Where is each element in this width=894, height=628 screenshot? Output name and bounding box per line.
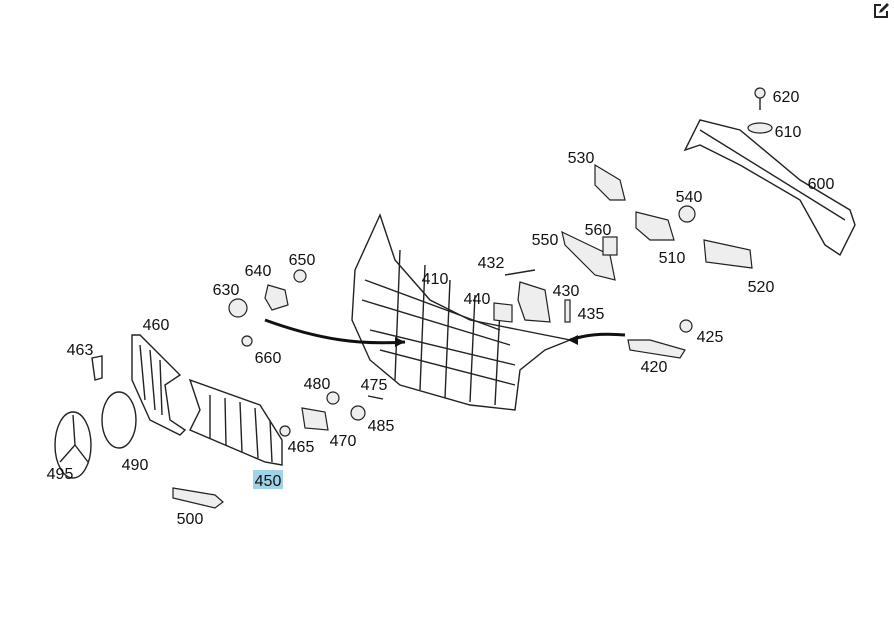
part-500 [172,487,224,509]
part-label[interactable]: 463 [67,342,94,359]
part-label[interactable]: 560 [585,222,612,239]
part-labels: 620 610 530 600 540 560 550 510 650 640 … [47,89,835,528]
part-540 [678,205,696,223]
part-510 [635,211,675,241]
part-432 [504,269,536,276]
part-425 [679,319,693,333]
part-label[interactable]: 485 [368,418,395,435]
part-530 [594,163,626,201]
part-520 [703,239,753,269]
part-410-grille-frame [351,213,573,411]
part-610-nut [747,122,773,134]
part-490-ring [101,391,137,449]
part-630 [228,298,248,318]
part-label[interactable]: 440 [464,291,491,308]
edit-icon[interactable] [872,2,890,20]
part-550 [561,230,616,281]
part-label[interactable]: 465 [288,439,315,456]
part-label[interactable]: 460 [143,317,170,334]
part-label[interactable]: 410 [422,271,449,288]
part-label[interactable]: 540 [676,189,703,206]
part-label[interactable]: 430 [553,283,580,300]
part-480 [326,391,340,405]
part-label[interactable]: 500 [177,511,204,528]
part-label[interactable]: 630 [213,282,240,299]
part-620-screw [754,87,766,99]
part-label[interactable]: 550 [532,232,559,249]
part-label[interactable]: 620 [773,89,800,106]
part-label[interactable]: 510 [659,250,686,267]
part-label[interactable]: 490 [122,457,149,474]
part-label-highlighted[interactable]: 450 [255,473,282,490]
part-label[interactable]: 650 [289,252,316,269]
part-650 [293,269,307,283]
part-label[interactable]: 640 [245,263,272,280]
part-660 [241,335,253,347]
part-435 [564,299,571,323]
part-600-bracket [683,119,856,257]
part-430 [517,281,551,323]
part-485 [350,405,366,421]
part-463 [91,355,103,381]
part-label[interactable]: 425 [697,329,724,346]
part-560 [602,236,618,256]
part-470 [301,407,329,431]
part-label[interactable]: 475 [361,377,388,394]
arrow [264,318,406,345]
part-label[interactable]: 470 [330,433,357,450]
part-495-star [54,411,92,479]
highlight-450 [253,470,283,489]
part-label[interactable]: 610 [775,124,802,141]
part-640 [264,284,289,311]
part-475 [367,395,384,400]
part-label[interactable]: 435 [578,306,605,323]
part-label[interactable]: 480 [304,376,331,393]
part-420 [627,339,686,359]
part-label[interactable]: 600 [808,176,835,193]
part-450-grille-right [188,378,283,466]
part-label[interactable]: 530 [568,150,595,167]
part-label[interactable]: 495 [47,466,74,483]
part-label[interactable]: 520 [748,279,775,296]
part-460-grille-left [131,334,187,436]
part-label[interactable]: 660 [255,350,282,367]
part-440 [493,302,513,323]
part-label[interactable]: 420 [641,359,668,376]
part-465 [279,425,291,437]
part-label[interactable]: 432 [478,255,505,272]
